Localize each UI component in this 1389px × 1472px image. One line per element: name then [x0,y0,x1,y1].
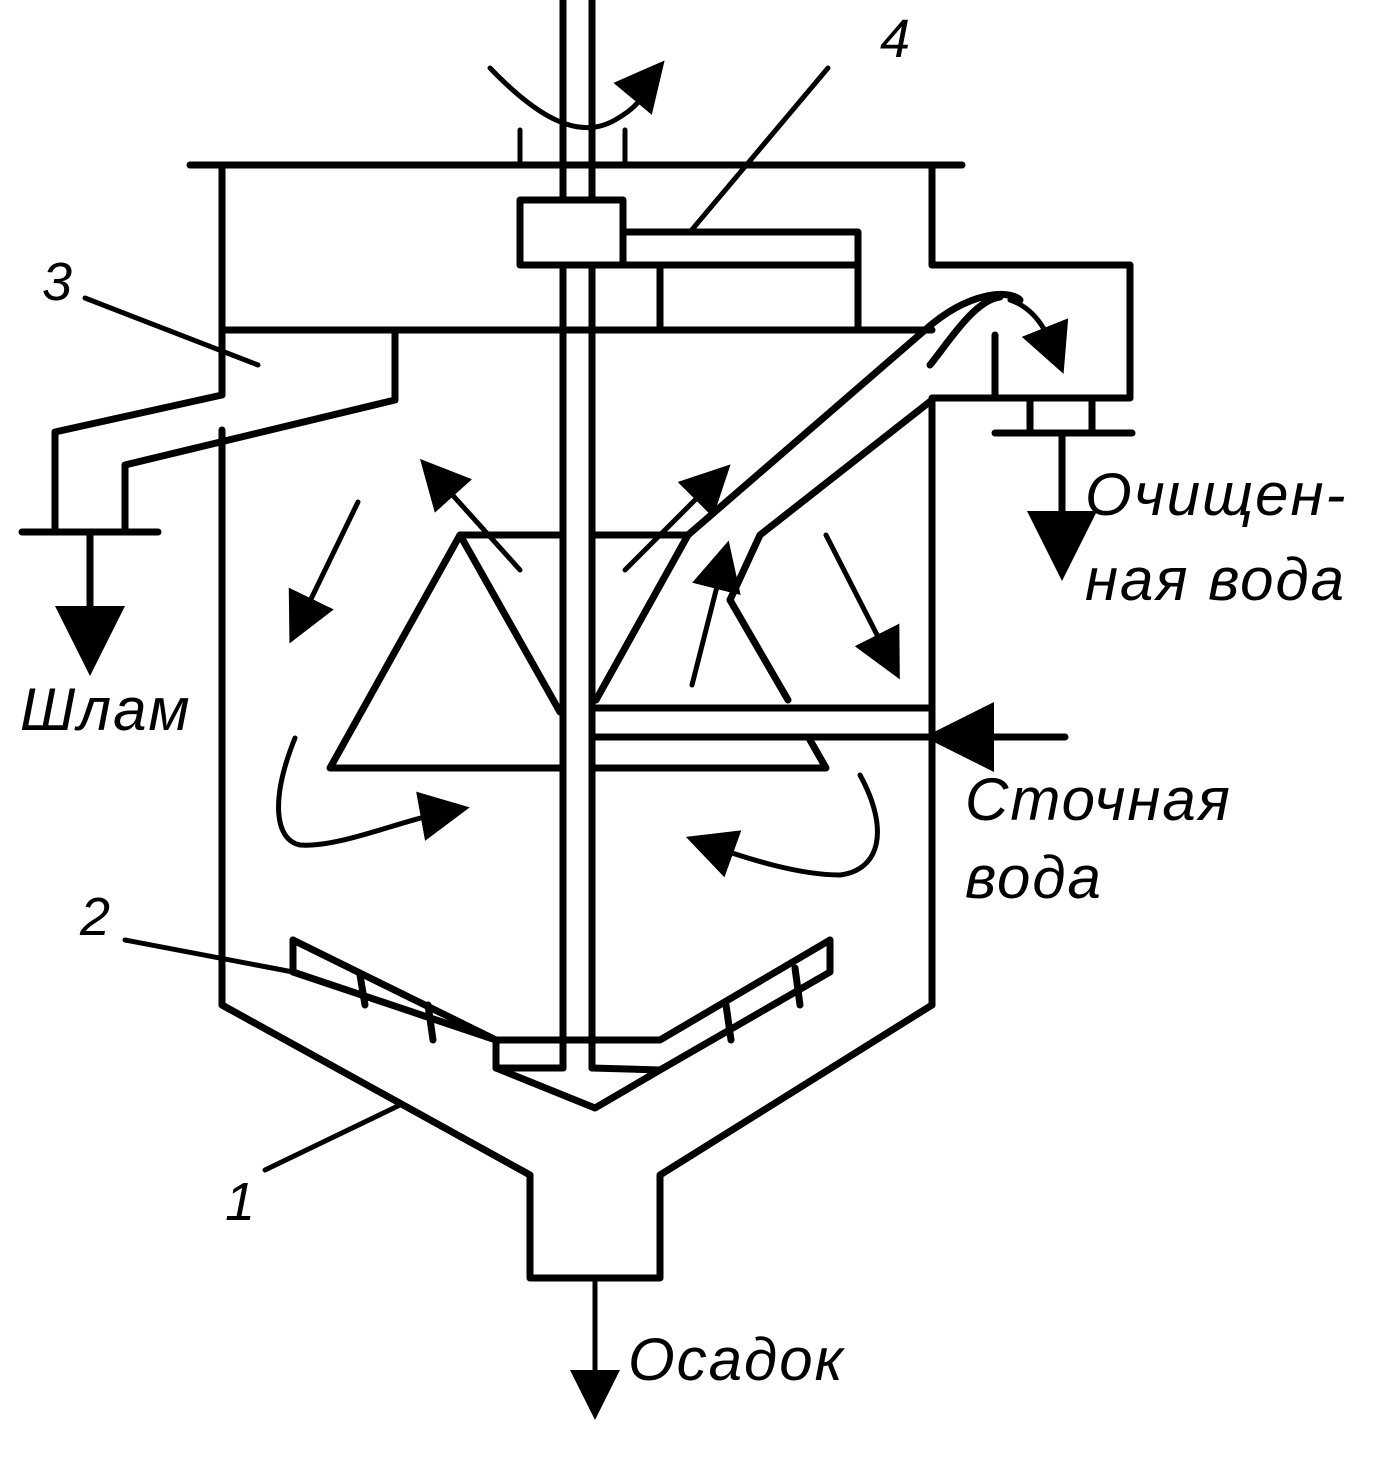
inlet-pipe [592,702,1069,772]
waste-water-label-line2: вода [965,844,1103,911]
leader-lines [82,65,831,1173]
central-shaft [517,0,628,1072]
vent-flow-arrow [487,60,665,131]
scraper [289,936,834,1074]
number-2: 2 [80,887,111,947]
clean-water-outlet [928,261,1136,581]
sludge-label: Шлам [20,676,192,743]
overflow-riser [684,291,1069,604]
drive-mechanism [516,196,862,334]
number-1: 1 [225,1172,256,1232]
clean-water-label-line1: Очищен- [1085,461,1348,528]
clean-water-label-line2: ная вода [1085,546,1347,613]
number-4: 4 [880,9,911,69]
waste-water-label-line1: Сточная [965,766,1232,833]
mixing-cone [326,531,830,772]
sludge-outlet [18,326,399,676]
number-3: 3 [42,252,73,312]
sediment-label: Осадок [628,1326,845,1393]
flow-arrows [276,458,900,1420]
